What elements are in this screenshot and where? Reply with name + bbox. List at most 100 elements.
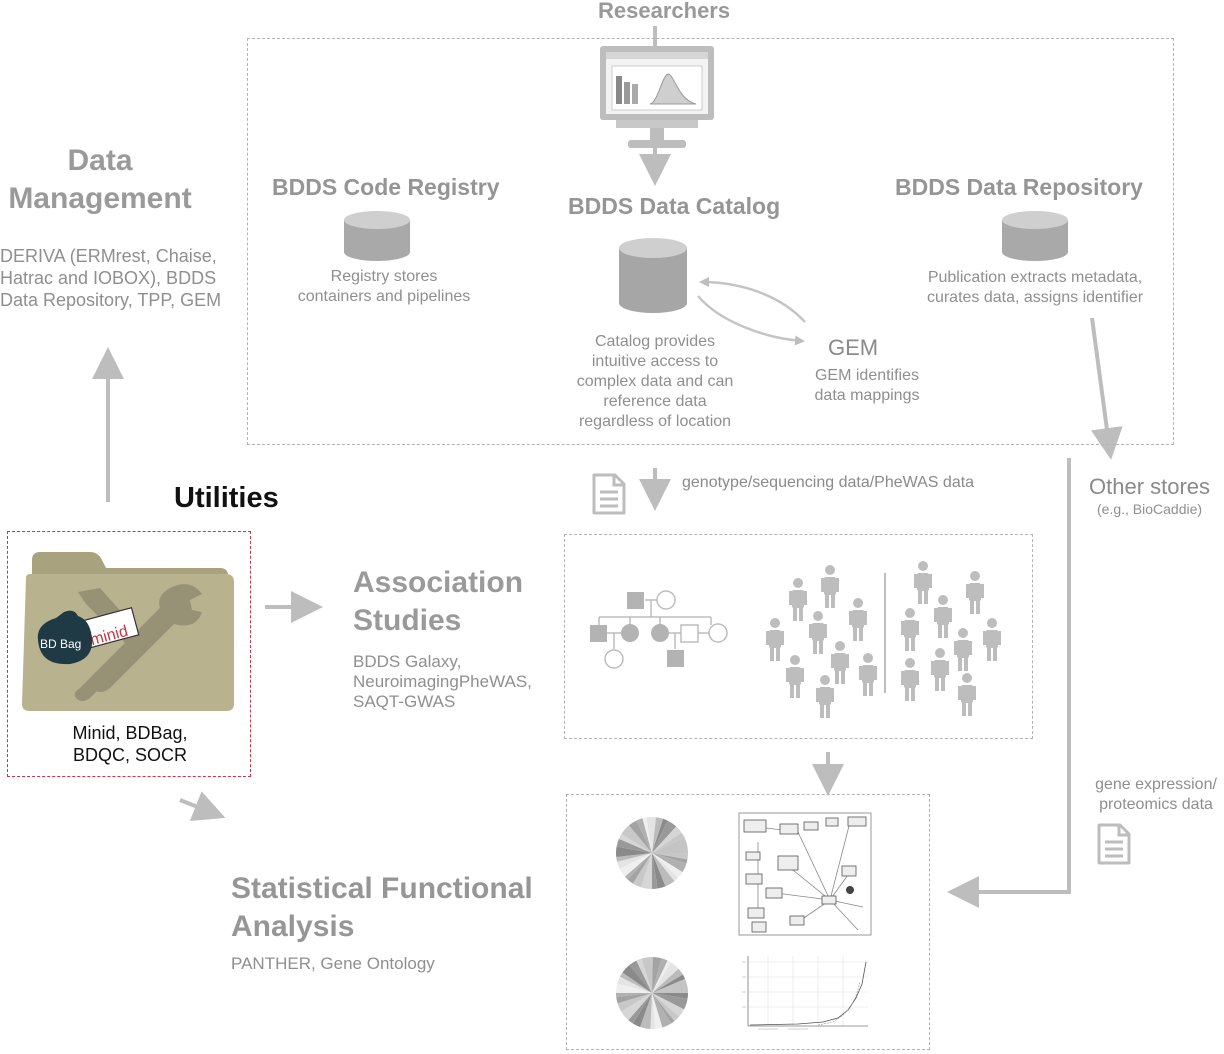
data-management-title: Data Management <box>0 142 200 218</box>
document-icon <box>592 473 626 515</box>
pie-wedge <box>652 853 675 887</box>
desc-line: Registry stores <box>330 268 438 285</box>
label-line: gene expression/ <box>1095 776 1217 793</box>
pie-wedge <box>628 820 652 853</box>
person-icon <box>901 608 919 651</box>
data-repository-desc: Publication extracts metadata, curates d… <box>905 268 1165 308</box>
gem-to-catalog-arrow <box>699 277 806 323</box>
person-icon <box>786 655 804 698</box>
pie-wedge <box>619 972 652 993</box>
pie-wedge <box>641 957 653 993</box>
desc-line: Publication extracts metadata, <box>927 269 1143 286</box>
association-box <box>564 534 1033 739</box>
bdds-platform-box <box>247 38 1174 445</box>
pie-wedge <box>652 993 688 1010</box>
pedigree-female <box>604 649 624 669</box>
pie-wedge <box>616 983 652 993</box>
genotype-label: genotype/sequencing data/PheWAS data <box>682 474 975 491</box>
association-title: Association Studies <box>353 564 523 640</box>
person-icon <box>901 658 919 701</box>
desc-line: regardless of location <box>578 413 732 430</box>
pie-wedge <box>616 838 652 853</box>
person-icon <box>934 595 952 638</box>
person-icon <box>931 648 949 691</box>
pie-wedge <box>640 853 652 889</box>
gene-expression-label: gene expression/ proteomics data <box>1086 775 1224 815</box>
person-icon <box>821 565 839 608</box>
pie-wedge <box>616 853 652 862</box>
other-stores-sub: (e.g., BioCaddie) <box>1097 501 1203 517</box>
pie-wedge <box>652 853 688 864</box>
pedigree-diagram <box>590 590 728 669</box>
pie-wedge <box>652 968 683 993</box>
pie-wedge <box>616 846 652 858</box>
pie-wedge <box>652 993 688 999</box>
data-catalog-desc: Catalog provides intuitive access to com… <box>555 332 755 432</box>
person-icon <box>983 618 1001 661</box>
minid-tag: minid <box>80 607 140 649</box>
tool-line: BDQC, SOCR <box>72 745 187 765</box>
pie-wedge <box>652 853 666 889</box>
pie-wedge <box>652 853 688 860</box>
pie-wedge <box>652 853 687 873</box>
utilities-tools: Minid, BDBag, BDQC, SOCR <box>30 722 230 766</box>
pie-wedge <box>619 853 652 877</box>
desc-line: GEM identifies <box>814 367 920 384</box>
utilities-title: Utilities <box>174 482 279 514</box>
desc-line: Catalog provides <box>594 333 716 350</box>
data-repository-database-icon <box>1002 211 1068 261</box>
pie-chart-icon <box>616 817 688 889</box>
data-repository-title: BDDS Data Repository <box>895 174 1143 200</box>
person-icon <box>954 628 972 671</box>
pie-wedge <box>646 817 657 853</box>
tool-line: DERIVA (ERMrest, Chaise, <box>0 246 217 266</box>
code-registry-title: BDDS Code Registry <box>272 174 500 200</box>
gem-desc: GEM identifies data mappings <box>797 366 937 406</box>
monitor-icon <box>600 46 714 148</box>
title-line: Studies <box>353 604 462 637</box>
researchers-label: Researchers <box>598 0 731 23</box>
pie-wedge <box>617 853 652 869</box>
pedigree-female <box>656 590 676 610</box>
title-line: Analysis <box>231 910 355 943</box>
code-registry-database-icon <box>344 211 410 261</box>
title-line: Statistical Functional <box>231 872 533 905</box>
pie-wedge <box>617 993 652 1012</box>
label-line: proteomics data <box>1099 796 1213 813</box>
pie-wedge <box>652 962 679 993</box>
pie-wedge <box>652 832 685 853</box>
population-figures <box>766 561 1001 718</box>
pedigree-male <box>627 592 644 609</box>
gem-title: GEM <box>828 335 879 360</box>
person-icon <box>958 673 976 716</box>
pie-wedge <box>652 957 662 993</box>
pie-wedge <box>652 853 679 882</box>
pedigree-female <box>651 624 669 642</box>
pie-wedge <box>652 993 675 1024</box>
tool-line: NeuroimagingPheWAS, <box>353 672 532 691</box>
pedigree-female <box>708 623 728 643</box>
pie-wedge <box>652 818 668 853</box>
person-icon <box>816 675 834 718</box>
pie-wedge <box>652 820 677 853</box>
desc-line: data mappings <box>814 387 920 404</box>
statistical-tools: PANTHER, Gene Ontology <box>231 954 435 973</box>
pie-wedge <box>632 853 652 888</box>
pie-wedge <box>652 960 672 993</box>
pedigree-male <box>680 624 699 643</box>
person-icon <box>831 641 849 684</box>
data-catalog-title: BDDS Data Catalog <box>568 193 781 219</box>
tool-line: SAQT-GWAS <box>353 692 456 711</box>
pie-wedge <box>652 993 672 1028</box>
pie-wedge <box>642 817 652 853</box>
pedigree-female <box>621 624 639 642</box>
data-catalog-database-icon <box>619 238 687 313</box>
catalog-to-gem-arrow <box>697 295 805 346</box>
pedigree-male <box>590 625 607 642</box>
pie-wedge <box>640 993 652 1029</box>
pie-wedge <box>652 978 688 993</box>
pie-wedge <box>652 993 680 1022</box>
expression-plot-thumbnail <box>738 952 872 1034</box>
pie-wedge <box>652 974 686 993</box>
title-line: Management <box>8 182 192 215</box>
